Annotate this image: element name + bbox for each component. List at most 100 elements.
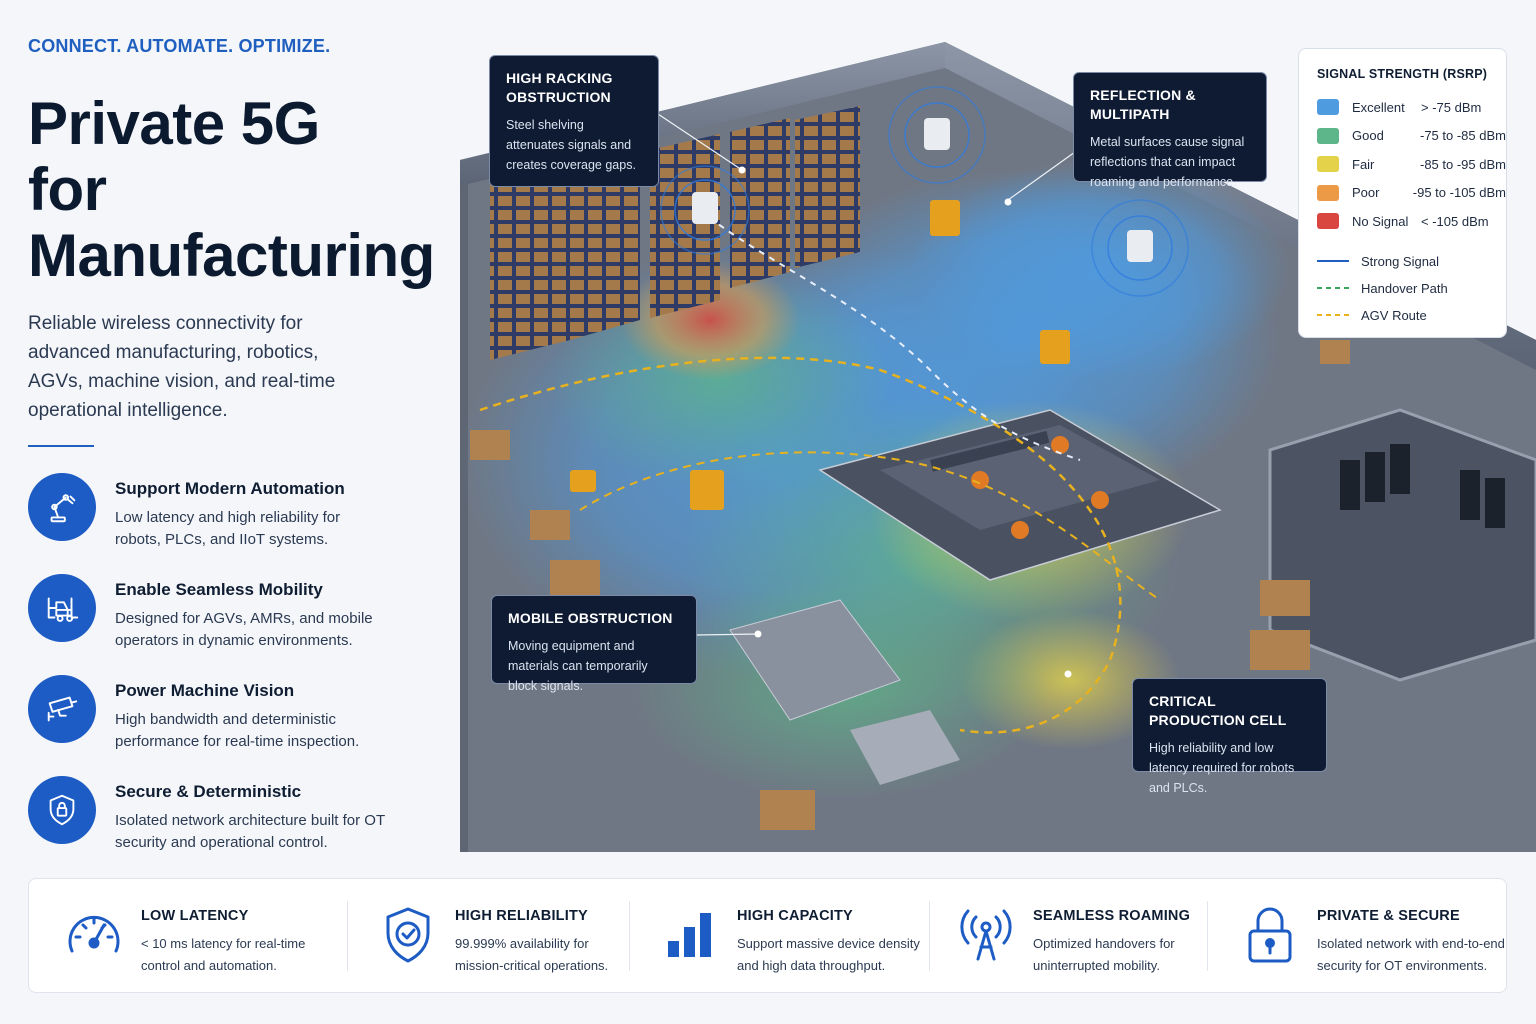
legend-level-range: -75 to -85 dBm xyxy=(1420,128,1506,144)
legend-level-range: > -75 dBm xyxy=(1421,99,1482,115)
feature-desc: Isolated network architecture built for … xyxy=(115,812,385,851)
benefit-desc-line: control and automation. xyxy=(141,958,277,973)
pallet-stacks xyxy=(470,340,1350,830)
feature-item: Support Modern Automation Low latency an… xyxy=(28,473,448,574)
legend-item: No Signal < -105 dBm xyxy=(1317,207,1506,236)
legend-item: AGV Route xyxy=(1317,302,1506,329)
machinery-block xyxy=(729,599,960,785)
forklift-vehicles xyxy=(570,200,1070,510)
legend-levels: Excellent > -75 dBm Good -75 to -85 dBm … xyxy=(1317,93,1506,236)
legend-level-range: < -105 dBm xyxy=(1421,213,1489,229)
legend-level-name: No Signal xyxy=(1352,213,1409,229)
benefit-item: LOW LATENCY < 10 ms latency for real-tim… xyxy=(29,879,347,992)
benefit-title: SEAMLESS ROAMING xyxy=(1033,908,1191,924)
tagline: CONNECT. AUTOMATE. OPTIMIZE. xyxy=(28,36,331,56)
agv-route xyxy=(579,451,1161,601)
benefit-desc-line: Isolated network with end-to-end xyxy=(1317,936,1505,951)
radio-unit-icon xyxy=(660,165,750,255)
agv-route xyxy=(479,356,1122,734)
benefit-desc-line: < 10 ms latency for real-time xyxy=(141,936,306,951)
speedometer-icon xyxy=(57,903,131,967)
benefit-title: HIGH CAPACITY xyxy=(737,908,853,924)
legend-item: Strong Signal xyxy=(1317,248,1506,275)
benefit-item: PRIVATE & SECURE Isolated network with e… xyxy=(1207,879,1506,992)
shield-check-icon xyxy=(371,903,445,967)
feature-title: Support Modern Automation xyxy=(115,479,345,498)
legend-lines: Strong Signal Handover Path AGV Route xyxy=(1317,248,1506,329)
benefit-desc-line: uninterrupted mobility. xyxy=(1033,958,1160,973)
antenna-icon xyxy=(949,903,1023,967)
benefit-desc-line: Optimized handovers for xyxy=(1033,936,1175,951)
legend-line-label: Strong Signal xyxy=(1361,253,1440,269)
benefit-item: SEAMLESS ROAMING Optimized handovers for… xyxy=(929,879,1207,992)
legend-item: Good -75 to -85 dBm xyxy=(1317,122,1506,151)
security-camera-icon xyxy=(28,675,96,743)
legend-item: Fair -85 to -95 dBm xyxy=(1317,150,1506,179)
bar-chart-icon xyxy=(653,903,727,967)
legend-swatch xyxy=(1317,213,1339,230)
intro-text: Reliable wireless connectivity for advan… xyxy=(28,313,336,421)
benefit-title: HIGH RELIABILITY xyxy=(455,908,588,924)
legend-swatch xyxy=(1317,99,1339,116)
benefit-desc-line: and high data throughput. xyxy=(737,958,886,973)
callout-mobile-obstruction: MOBILE OBSTRUCTION Moving equipment and … xyxy=(491,595,697,693)
benefit-item: HIGH RELIABILITY 99.999% availability fo… xyxy=(347,879,629,992)
title-line-3: Manufacturing xyxy=(28,222,435,289)
benefit-desc-line: Support massive device density xyxy=(737,936,920,951)
benefit-item: HIGH CAPACITY Support massive device den… xyxy=(629,879,929,992)
legend-swatch xyxy=(1317,156,1339,173)
benefit-desc: 99.999% availability for mission-critica… xyxy=(455,933,608,977)
dashed-line-icon xyxy=(1317,314,1349,316)
handover-path xyxy=(699,209,1081,461)
benefits-bar: LOW LATENCY < 10 ms latency for real-tim… xyxy=(28,878,1507,993)
page-title: Private 5G for Manufacturing xyxy=(28,91,448,289)
legend-level-name: Excellent xyxy=(1352,99,1405,115)
benefit-title: PRIVATE & SECURE xyxy=(1317,908,1460,924)
callout-desc: Moving equipment and materials can tempo… xyxy=(508,639,648,693)
feature-item: Power Machine Vision High bandwidth and … xyxy=(28,675,448,776)
feature-item: Enable Seamless Mobility Designed for AG… xyxy=(28,574,448,675)
callout-title: CRITICAL PRODUCTION CELL xyxy=(1149,693,1287,728)
racking-rows xyxy=(490,106,860,360)
legend-item: Excellent > -75 dBm xyxy=(1317,93,1506,122)
signal-legend: SIGNAL STRENGTH (RSRP) Excellent > -75 d… xyxy=(1298,48,1507,338)
radio-unit-icon xyxy=(888,86,986,184)
feature-title: Power Machine Vision xyxy=(115,681,295,700)
title-line-2: for xyxy=(28,156,107,223)
callout-reflection-multipath: REFLECTION & MULTIPATH Metal surfaces ca… xyxy=(1073,72,1267,189)
benefit-desc-line: security for OT environments. xyxy=(1317,958,1488,973)
legend-item: Handover Path xyxy=(1317,275,1506,302)
callout-desc: Steel shelving attenuates signals and cr… xyxy=(506,118,636,172)
benefit-desc-line: 99.999% availability for xyxy=(455,936,589,951)
benefit-title: LOW LATENCY xyxy=(141,908,249,924)
callout-critical-production-cell: CRITICAL PRODUCTION CELL High reliabilit… xyxy=(1132,678,1327,795)
legend-line-label: Handover Path xyxy=(1361,280,1448,296)
legend-level-name: Poor xyxy=(1352,185,1380,201)
feature-desc: High bandwidth and deterministic perform… xyxy=(115,711,360,750)
shield-lock-icon xyxy=(28,776,96,844)
callout-title: REFLECTION & MULTIPATH xyxy=(1090,87,1196,122)
feature-title: Secure & Deterministic xyxy=(115,782,302,801)
benefit-desc: Support massive device density and high … xyxy=(737,933,920,977)
legend-title: SIGNAL STRENGTH (RSRP) xyxy=(1317,67,1488,81)
feature-list: Support Modern Automation Low latency an… xyxy=(28,473,448,877)
legend-line-label: AGV Route xyxy=(1361,307,1427,323)
legend-item: Poor -95 to -105 dBm xyxy=(1317,179,1506,208)
legend-level-range: -85 to -95 dBm xyxy=(1420,156,1506,172)
feature-desc: Low latency and high reliability for rob… xyxy=(115,509,341,548)
benefit-desc: Isolated network with end-to-end securit… xyxy=(1317,933,1505,977)
callout-desc: Metal surfaces cause signal reflections … xyxy=(1090,135,1245,189)
callout-title: HIGH RACKING OBSTRUCTION xyxy=(506,70,613,105)
divider xyxy=(28,445,94,447)
robot-arm-icon xyxy=(28,473,96,541)
callout-title: MOBILE OBSTRUCTION xyxy=(508,610,673,626)
legend-swatch xyxy=(1317,127,1339,144)
factory-floor-map: HIGH RACKING OBSTRUCTION Steel shelving … xyxy=(460,40,1536,852)
callout-leader-dots xyxy=(738,166,1072,678)
radio-unit-icon xyxy=(1091,199,1189,297)
dashed-line-icon xyxy=(1317,287,1349,289)
title-line-1: Private 5G xyxy=(28,90,320,157)
legend-level-name: Fair xyxy=(1352,156,1375,172)
legend-swatch xyxy=(1317,184,1339,201)
benefit-desc-line: mission-critical operations. xyxy=(455,958,609,973)
